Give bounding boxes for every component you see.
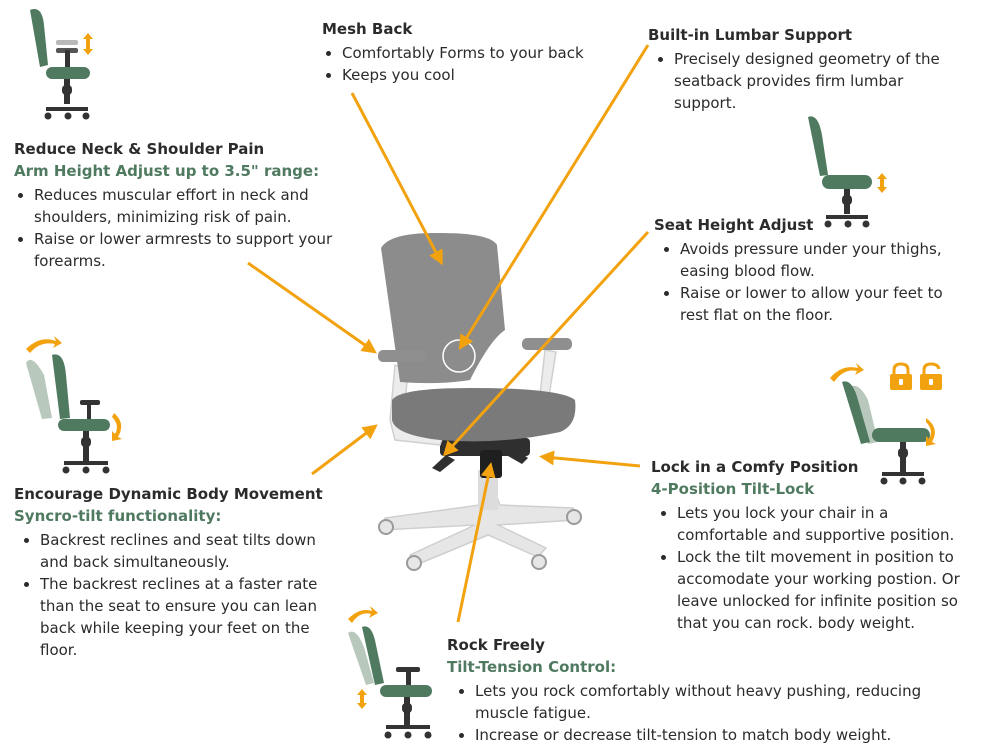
arrow-lock [539, 450, 641, 468]
feature-mesh: Mesh Back Comfortably Forms to your back… [322, 18, 622, 86]
feature-title: Built-in Lumbar Support [648, 26, 853, 44]
feature-neck: Reduce Neck & Shoulder Pain Arm Height A… [14, 138, 334, 272]
chair-backrest [381, 232, 505, 384]
feature-bullet: Precisely designed geometry of the seatb… [674, 48, 948, 114]
feature-bullet: Lets you lock your chair in a comfortabl… [677, 502, 981, 546]
arrow-seat [442, 230, 650, 457]
feature-title: Encourage Dynamic Body Movement [14, 485, 323, 503]
arrow-neck [247, 261, 377, 354]
arrow-mesh [350, 92, 443, 266]
tilt-lock-icon [830, 363, 936, 485]
recline-icon [26, 336, 122, 474]
unlock-icon [920, 362, 942, 390]
feature-lumbar: Built-in Lumbar Support Precisely design… [648, 24, 948, 114]
feature-rock: Rock Freely Tilt-Tension Control: Lets y… [447, 634, 947, 746]
arrow-lumbar [458, 44, 650, 351]
arrow-dynamic [311, 424, 378, 476]
feature-title: Reduce Neck & Shoulder Pain [14, 140, 265, 158]
feature-subtitle: Tilt-Tension Control: [447, 658, 617, 676]
feature-bullet: Raise or lower to allow your feet to res… [680, 282, 974, 326]
feature-bullet: Avoids pressure under your thighs, easin… [680, 238, 974, 282]
lock-icon [890, 362, 912, 390]
arrow-rock [456, 462, 496, 623]
seat-height-icon [808, 116, 887, 228]
feature-bullet: Comfortably Forms to your back [342, 42, 622, 64]
feature-bullet: The backrest reclines at a faster rate t… [40, 573, 334, 661]
feature-seat: Seat Height Adjust Avoids pressure under… [654, 214, 974, 326]
feature-bullet: Lets you rock comfortably without heavy … [475, 680, 947, 724]
feature-dynamic: Encourage Dynamic Body Movement Syncro-t… [14, 483, 334, 661]
feature-bullet: Increase or decrease tilt-tension to mat… [475, 724, 947, 746]
feature-subtitle: 4-Position Tilt-Lock [651, 480, 815, 498]
feature-bullet: Backrest reclines and seat tilts down an… [40, 529, 334, 573]
chair-seat [392, 388, 576, 442]
tilt-tension-icon [348, 606, 432, 739]
feature-subtitle: Arm Height Adjust up to 3.5" range: [14, 162, 320, 180]
feature-lock: Lock in a Comfy Position 4-Position Tilt… [651, 456, 981, 634]
feature-title: Seat Height Adjust [654, 216, 814, 234]
feature-bullet: Reduces muscular effort in neck and shou… [34, 184, 334, 228]
arm-height-icon [30, 9, 93, 120]
feature-title: Mesh Back [322, 20, 413, 38]
feature-title: Rock Freely [447, 636, 545, 654]
chair-left-armrest [378, 350, 426, 362]
feature-subtitle: Syncro-tilt functionality: [14, 507, 222, 525]
feature-title: Lock in a Comfy Position [651, 458, 859, 476]
feature-bullet: Raise or lower armrests to support your … [34, 228, 334, 272]
feature-bullet: Keeps you cool [342, 64, 622, 86]
feature-bullet: Lock the tilt movement in position to ac… [677, 546, 981, 634]
